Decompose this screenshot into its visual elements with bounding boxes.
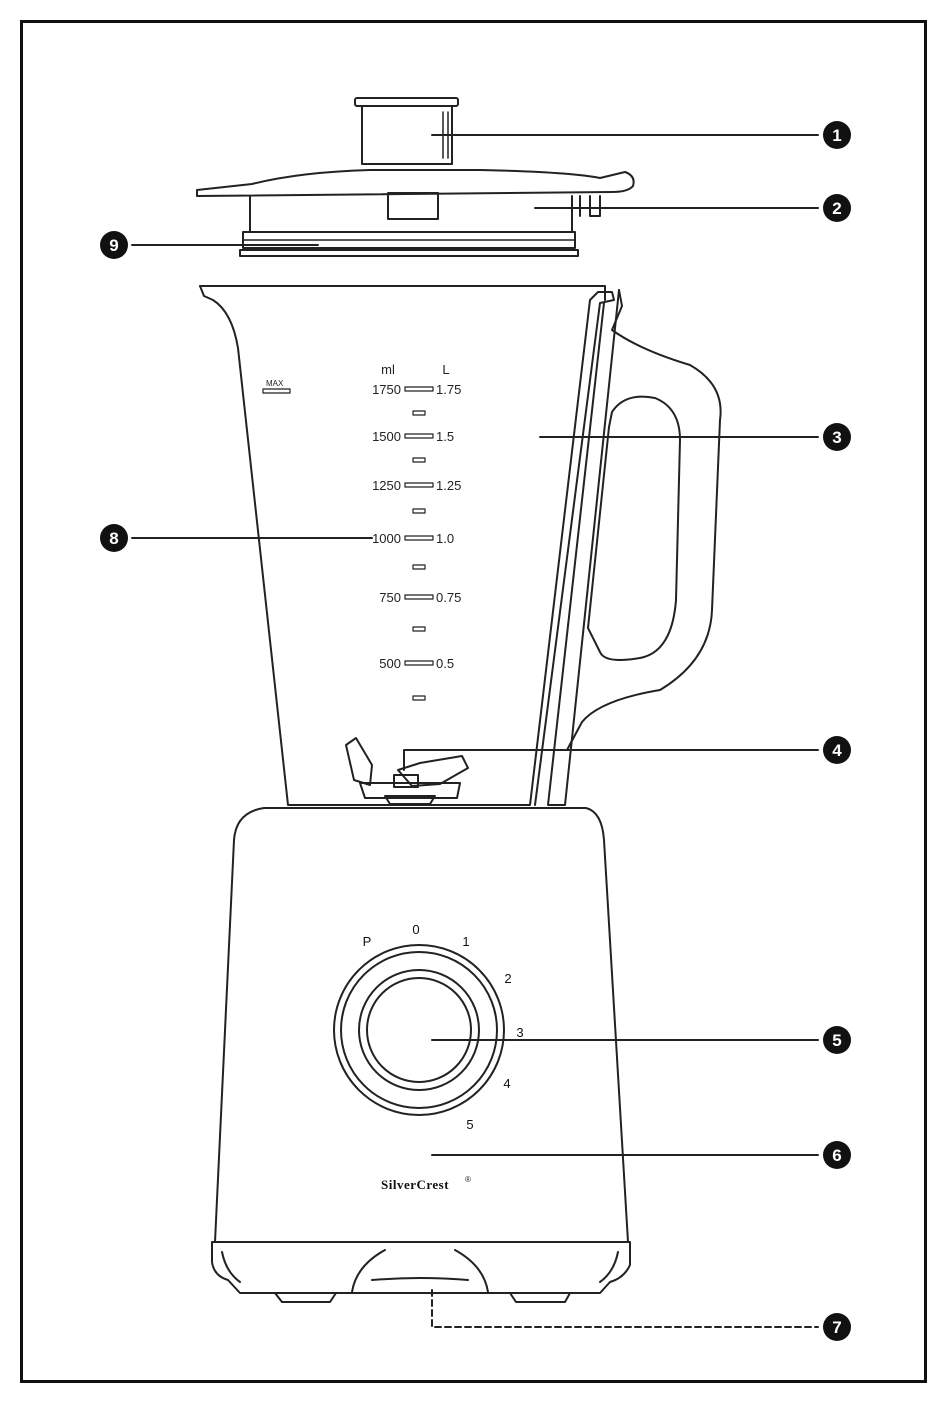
measurement-scale: MAX ml L 1750 1.75 1500 1.5 1250 1.25 10… [266,362,461,671]
scale-ticks [263,387,433,700]
scale-l-label: 1.75 [436,382,461,397]
lid [197,170,634,232]
callout-badges: 1 2 3 4 5 6 7 8 [100,121,851,1341]
scale-l-label: 1.25 [436,478,461,493]
svg-text:3: 3 [832,428,841,447]
svg-text:9: 9 [109,236,118,255]
scale-ml-label: 1500 [372,429,401,444]
callout-badge-4: 4 [823,736,851,764]
svg-text:6: 6 [832,1146,841,1165]
speed-dial [334,945,504,1115]
ml-header: ml [381,362,395,377]
blender-jug [200,286,721,805]
motor-base [212,808,630,1302]
measuring-cap [355,98,458,164]
scale-ml-label: 750 [379,590,401,605]
svg-text:1: 1 [832,126,841,145]
scale-ml-label: 1250 [372,478,401,493]
leader-4 [404,750,818,770]
callout-badge-3: 3 [823,423,851,451]
brand-mark: ® [465,1175,471,1184]
dial-label-p: P [363,934,372,949]
dial-label-2: 2 [504,971,511,986]
scale-l-label: 1.5 [436,429,454,444]
svg-text:7: 7 [832,1318,841,1337]
brand-text: SilverCrest [381,1177,449,1192]
brand-logo: SilverCrest ® [381,1175,471,1192]
scale-ml-label: 500 [379,656,401,671]
callout-badge-5: 5 [823,1026,851,1054]
svg-text:8: 8 [109,529,118,548]
dial-label-5: 5 [466,1117,473,1132]
callout-badge-6: 6 [823,1141,851,1169]
callout-badge-8: 8 [100,524,128,552]
callout-badge-2: 2 [823,194,851,222]
svg-text:5: 5 [832,1031,841,1050]
l-header: L [442,362,449,377]
scale-ml-label: 1000 [372,531,401,546]
dial-label-0: 0 [412,922,419,937]
scale-l-label: 0.5 [436,656,454,671]
scale-l-label: 0.75 [436,590,461,605]
dial-label-4: 4 [503,1076,510,1091]
max-label: MAX [266,379,284,388]
svg-text:2: 2 [832,199,841,218]
dial-label-3: 3 [516,1025,523,1040]
dial-label-1: 1 [462,934,469,949]
blade-assembly [346,738,468,804]
callout-badge-7: 7 [823,1313,851,1341]
leader-lines [132,135,818,1327]
svg-text:4: 4 [832,741,842,760]
callout-badge-1: 1 [823,121,851,149]
scale-l-label: 1.0 [436,531,454,546]
scale-ml-label: 1750 [372,382,401,397]
callout-badge-9: 9 [100,231,128,259]
leader-7 [432,1290,818,1327]
